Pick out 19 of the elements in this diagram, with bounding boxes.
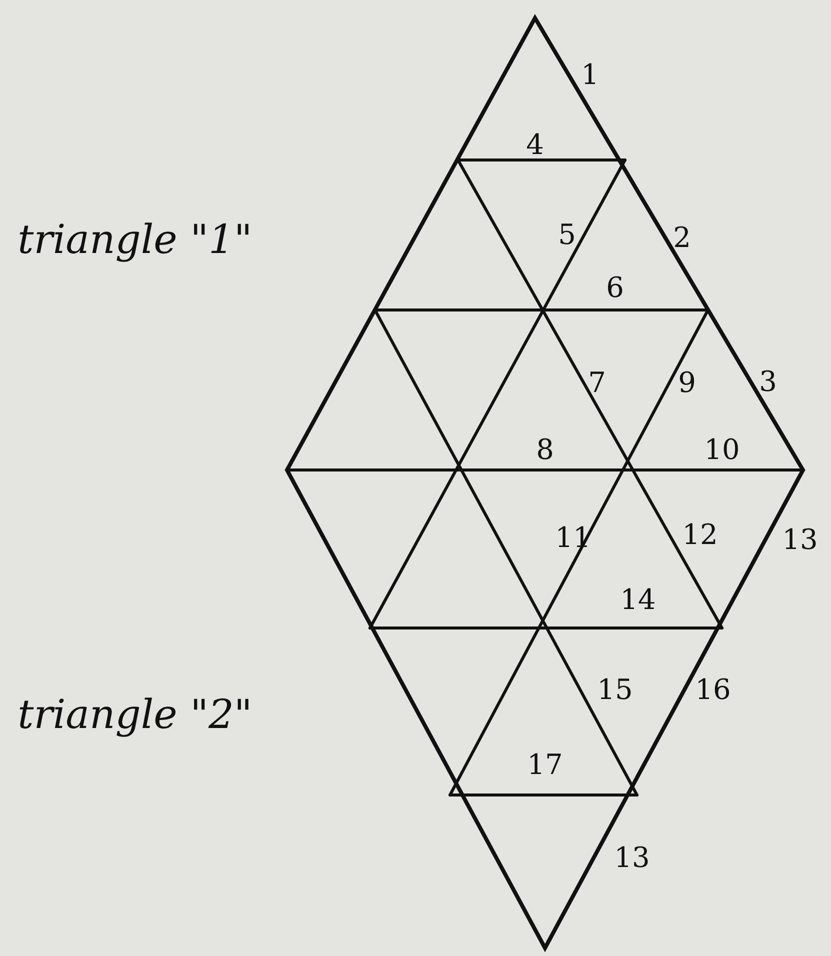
- segment-number: 15: [597, 675, 633, 705]
- segment-number: 13: [782, 525, 818, 555]
- segment-number: 12: [682, 520, 718, 550]
- segment-number: 14: [620, 585, 656, 615]
- segment-number: 10: [704, 435, 740, 465]
- segment-number: 5: [558, 220, 576, 250]
- segment-number: 1: [581, 60, 599, 90]
- segment-number: 8: [536, 435, 554, 465]
- triangle-label: triangle "2": [18, 693, 252, 737]
- segment-number: 17: [527, 750, 563, 780]
- segment-number: 2: [673, 223, 691, 253]
- triangle-label: triangle "1": [18, 218, 252, 262]
- segment-number: 7: [588, 368, 606, 398]
- segment-number: 13: [614, 843, 650, 873]
- segment-number: 6: [606, 273, 624, 303]
- segment-number: 4: [526, 130, 544, 160]
- segment-number: 3: [759, 367, 777, 397]
- segment-number: 16: [695, 675, 731, 705]
- segment-number: 9: [678, 368, 696, 398]
